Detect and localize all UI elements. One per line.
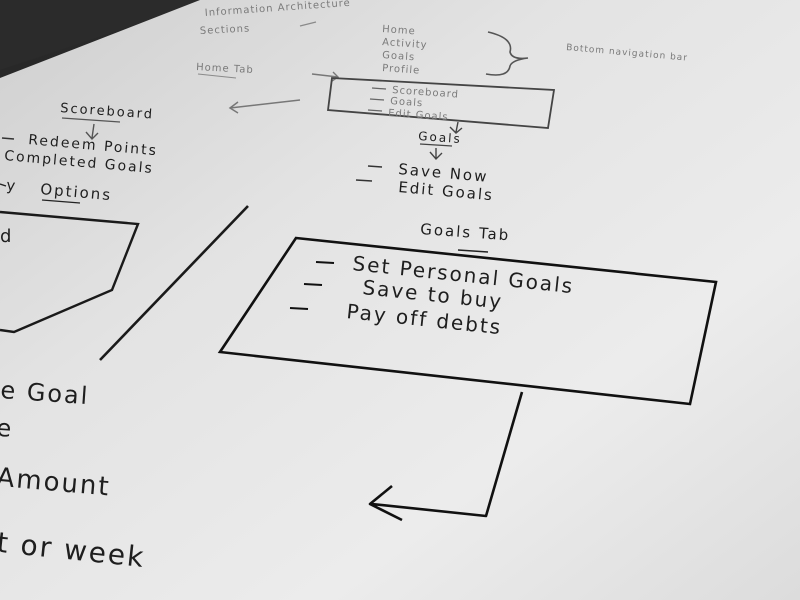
goals-label: Goals — [418, 129, 462, 146]
scoreboard-down-arrow — [85, 123, 99, 141]
goals-top-arrow — [449, 121, 463, 134]
goals-tab-underline — [457, 249, 489, 253]
home-tab-arrow — [311, 71, 340, 82]
goals-dash-2 — [355, 179, 373, 182]
options-box — [0, 210, 140, 334]
goals-tab-box — [217, 236, 718, 406]
home-box — [326, 77, 556, 129]
left-line-e: e — [0, 414, 14, 443]
nav-items-list: Home Activity Goals Profile — [382, 24, 428, 77]
scoreboard-underline — [61, 117, 121, 123]
options-dash — [0, 183, 7, 187]
faint-arrow — [299, 21, 317, 27]
home-tab-underline — [197, 73, 237, 79]
left-line-goal: e Goal — [0, 376, 90, 410]
nav-item-activity: Activity — [382, 37, 428, 51]
return-arrow — [368, 391, 524, 522]
nav-brace — [485, 31, 529, 76]
home-box-item-goals: Goals — [390, 96, 424, 109]
home-box-item-edit-goals: Edit Goals — [388, 108, 449, 123]
scoreboard-dash-1 — [1, 137, 15, 140]
goals-down-arrow — [429, 148, 443, 161]
options-prefix: y — [6, 176, 18, 195]
divider-line — [99, 205, 249, 361]
scoreboard-arrow — [228, 99, 301, 114]
home-tab-label: Home Tab — [196, 62, 254, 76]
options-box-partial-text: d — [0, 226, 13, 247]
home-box-items: Scoreboard Goals Edit Goals — [367, 85, 459, 123]
nav-item-home: Home — [382, 24, 416, 37]
home-box-item-scoreboard: Scoreboard — [392, 85, 459, 101]
nav-item-goals: Goals — [382, 50, 416, 63]
goals-underline — [419, 143, 453, 147]
goals-dash-1 — [367, 165, 383, 168]
options-underline — [41, 199, 81, 204]
nav-item-profile: Profile — [382, 63, 421, 77]
scoreboard-label: Scoreboard — [60, 101, 155, 123]
faint-sections: Sections — [200, 23, 251, 37]
